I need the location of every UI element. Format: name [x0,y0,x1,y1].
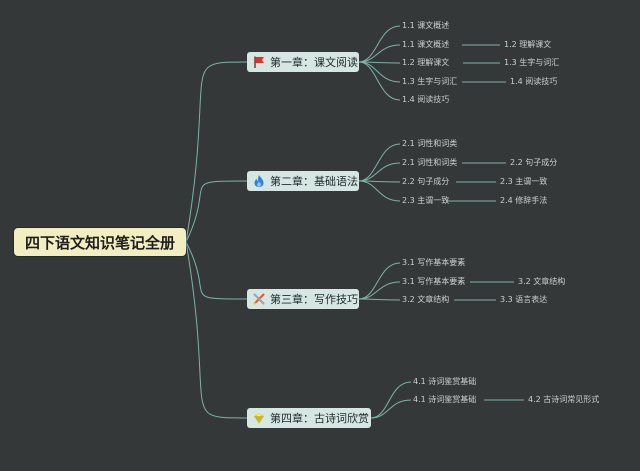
leaf-item-4-1[interactable]: 4.1 诗词鉴赏基础 [413,377,477,386]
leaf-item-1-2-child[interactable]: 1.2 理解课文 [504,40,552,49]
chapter-2-leaf-link-2 [358,162,401,182]
leaf-item-1-2[interactable]: 1.1 课文概述 [402,40,450,49]
leaf-item-1-4[interactable]: 1.3 生字与词汇 [402,77,458,86]
leaf-item-1-3-child[interactable]: 1.3 生字与词汇 [504,58,560,67]
leaf-item-1-3[interactable]: 1.2 理解课文 [402,58,450,67]
leaf-item-2-3-child[interactable]: 2.3 主谓一致 [500,177,548,186]
leaf-item-2-2[interactable]: 2.1 词性和词类 [402,158,458,167]
chapter-3-leaf-link-3 [358,298,401,301]
red-flag-icon [252,55,266,69]
chapter-title: 第三章：写作技巧 [270,293,358,306]
leaf-item-2-4-child[interactable]: 2.4 修辞手法 [500,196,548,205]
root-title: 四下语文知识笔记全册 [24,233,175,252]
leaf-item-2-2-child[interactable]: 2.2 句子成分 [510,158,558,167]
pencil-tools-icon [252,292,266,306]
leaf-item-2-4[interactable]: 2.3 主谓一致 [402,196,450,205]
root-to-chapter-link-3 [185,241,248,300]
chapter-2-leaf-link-4 [358,180,401,202]
chapter-1-leaf-link-4 [358,61,401,83]
leaf-item-2-1[interactable]: 2.1 词性和词类 [402,139,458,148]
flame-icon [252,174,266,188]
root-to-chapter-link-4 [185,241,248,419]
leaf-item-3-3-child[interactable]: 3.3 语言表达 [500,295,548,304]
leaf-item-4-2[interactable]: 4.1 诗词鉴赏基础 [413,395,477,404]
leaf-item-3-1[interactable]: 3.1 写作基本要素 [402,258,466,267]
leaf-item-3-2-child[interactable]: 3.2 文章结构 [518,277,566,286]
chapter-node-2[interactable]: 第二章：基础语法 [247,171,359,191]
root-to-chapter-link-1 [185,61,248,243]
leaf-item-3-2[interactable]: 3.1 写作基本要素 [402,277,466,286]
root-node[interactable]: 四下语文知识笔记全册 [14,228,186,256]
chapter-node-4[interactable]: 第四章：古诗词欣赏 [247,408,371,428]
leaf-item-4-2-child[interactable]: 4.2 古诗词常见形式 [528,395,600,404]
chapter-node-3[interactable]: 第三章：写作技巧 [247,289,359,309]
chapter-title: 第一章：课文阅读 [270,56,358,69]
chapter-1-leaf-link-2 [358,44,401,63]
leaf-item-1-5[interactable]: 1.4 阅读技巧 [402,95,450,104]
chapter-1-leaf-link-5 [358,61,401,101]
gem-icon [252,411,266,425]
root-to-chapter-link-2 [185,180,248,243]
chapter-1-leaf-link-1 [358,25,401,63]
chapter-4-leaf-link-2 [370,399,412,419]
chapter-title: 第二章：基础语法 [270,175,358,188]
chapter-title: 第四章：古诗词欣赏 [270,412,369,425]
leaf-item-1-1[interactable]: 1.1 课文概述 [402,21,450,30]
chapter-3-leaf-link-1 [358,262,401,300]
leaf-item-1-4-child[interactable]: 1.4 阅读技巧 [510,77,558,86]
chapter-2-leaf-link-1 [358,143,401,182]
chapter-4-leaf-link-1 [370,381,412,419]
chapter-3-leaf-link-2 [358,281,401,300]
leaf-item-3-3[interactable]: 3.2 文章结构 [402,295,450,304]
leaf-item-2-3[interactable]: 2.2 句子成分 [402,177,450,186]
chapter-node-1[interactable]: 第一章：课文阅读 [247,52,359,72]
